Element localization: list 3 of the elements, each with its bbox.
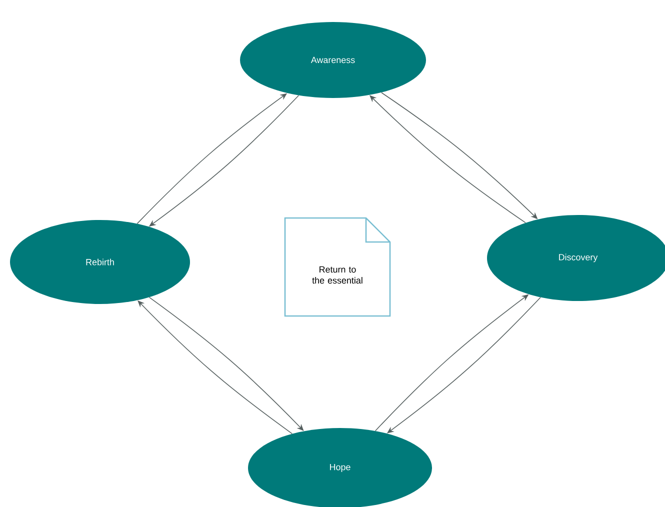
note-box: Return to the essential bbox=[284, 217, 391, 317]
ellipse-node: Awareness bbox=[240, 22, 426, 98]
ellipse-node: Rebirth bbox=[10, 220, 190, 304]
